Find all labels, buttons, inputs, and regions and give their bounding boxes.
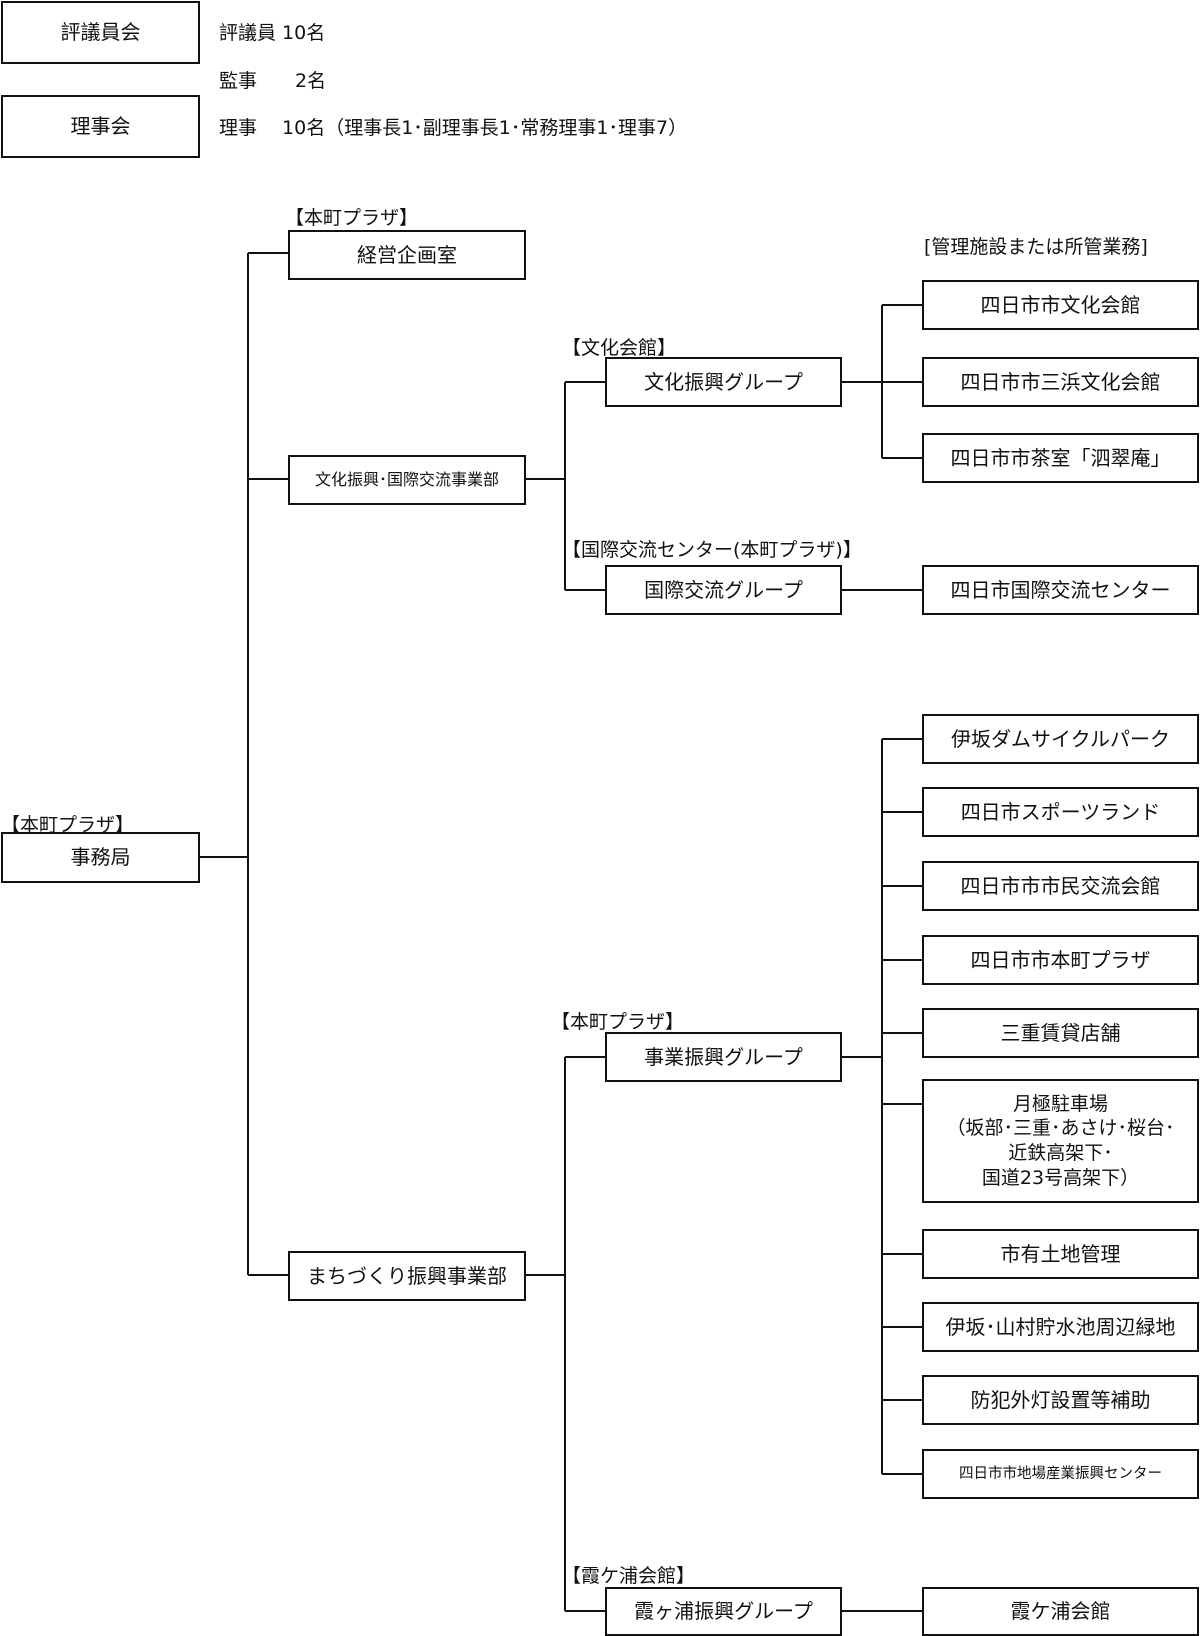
- facility-box: 四日市市三浜文化会館: [922, 357, 1199, 407]
- facility-box: 伊坂･山村貯水池周辺緑地: [922, 1302, 1199, 1352]
- location-label-culture: 【文化会館】: [562, 337, 677, 359]
- facility-box: 防犯外灯設置等補助: [922, 1375, 1199, 1425]
- facility-box: 霞ケ浦会館: [922, 1587, 1199, 1636]
- parking-detail-line: 国道23号高架下）: [981, 1166, 1140, 1189]
- facility-box: 四日市市文化会館: [922, 280, 1199, 330]
- facility-box: 四日市国際交流センター: [922, 565, 1199, 615]
- facility-box: 四日市市地場産業振興センター: [922, 1449, 1199, 1499]
- kasumi-group-box: 霞ヶ浦振興グループ: [605, 1587, 842, 1636]
- culture-dept-box: 文化振興･国際交流事業部: [288, 455, 526, 505]
- facility-box: 伊坂ダムサイクルパーク: [922, 714, 1199, 764]
- intl-group-box: 国際交流グループ: [605, 565, 842, 615]
- facilities-heading: [管理施設または所管業務]: [924, 236, 1148, 258]
- facility-box: 四日市市本町プラザ: [922, 935, 1199, 985]
- auditors-line: 監事 2名: [219, 70, 327, 92]
- parking-detail-line: （坂部･三重･あさけ･桜台･: [946, 1117, 1175, 1140]
- facility-box: 市有土地管理: [922, 1229, 1199, 1279]
- facility-box: 四日市市茶室「泗翠庵」: [922, 433, 1199, 483]
- location-label-planning: 【本町プラザ】: [285, 207, 419, 229]
- business-group-box: 事業振興グループ: [605, 1032, 842, 1082]
- councilors-box: 評議員会: [1, 1, 200, 64]
- location-label-business: 【本町プラザ】: [551, 1011, 685, 1033]
- councilors-line: 評議員 10名: [219, 22, 326, 44]
- facility-box: 四日市スポーツランド: [922, 787, 1199, 837]
- parking-detail-line: 近鉄高架下･: [1008, 1142, 1113, 1164]
- parking-title: 月極駐車場: [1012, 1092, 1108, 1115]
- root-box: 事務局: [1, 832, 200, 883]
- directors-line: 理事 10名（理事長1･副理事長1･常務理事1･理事7）: [219, 117, 688, 139]
- culture-group-box: 文化振興グループ: [605, 357, 842, 407]
- facility-box: 三重賃貸店舗: [922, 1008, 1199, 1058]
- town-dept-box: まちづくり振興事業部: [288, 1251, 526, 1301]
- parking-facility-box: 月極駐車場 （坂部･三重･あさけ･桜台･ 近鉄高架下･ 国道23号高架下）: [922, 1079, 1199, 1203]
- location-label-root: 【本町プラザ】: [1, 814, 135, 836]
- location-label-kasumi: 【霞ケ浦会館】: [562, 1565, 696, 1587]
- location-label-intl: 【国際交流センター(本町プラザ)】: [562, 539, 862, 561]
- facility-box: 四日市市市民交流会館: [922, 861, 1199, 911]
- directors-box: 理事会: [1, 95, 200, 158]
- planning-box: 経営企画室: [288, 230, 526, 280]
